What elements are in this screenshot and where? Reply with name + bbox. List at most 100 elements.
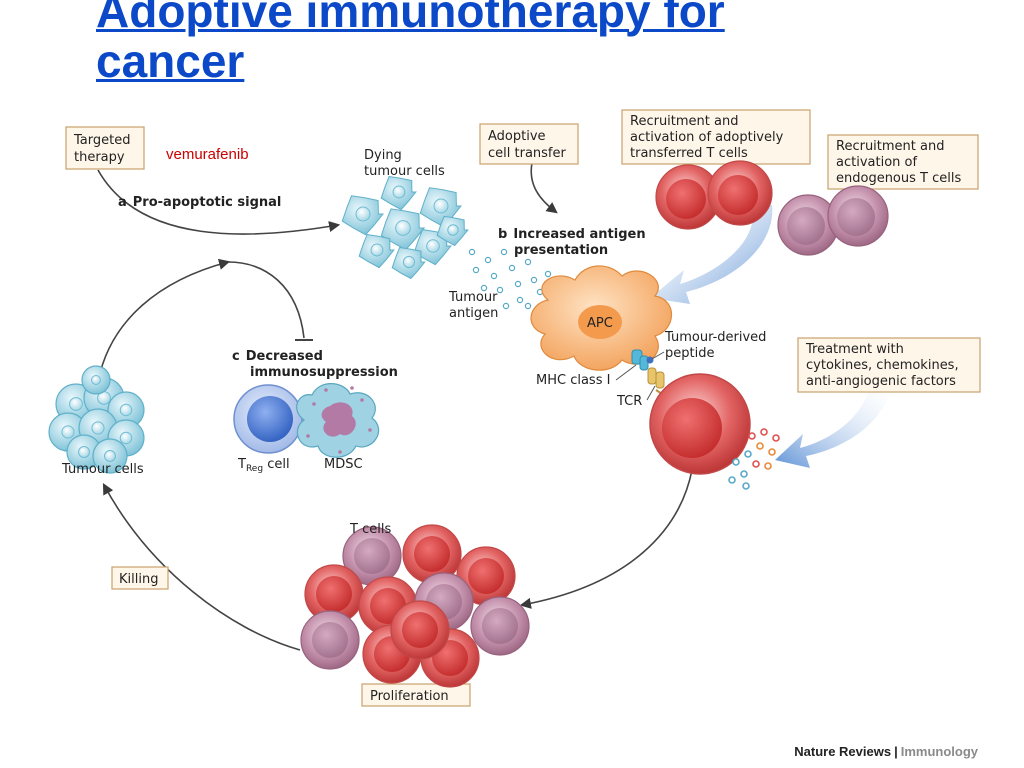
cycle-arrow-bottom-right bbox=[519, 469, 693, 609]
t-cell-nucleus bbox=[316, 576, 352, 612]
antigen-dot bbox=[500, 248, 508, 256]
mdsc-granule bbox=[368, 428, 372, 432]
tcr-label: TCR bbox=[616, 394, 642, 409]
mdsc-granule bbox=[306, 434, 310, 438]
mdsc-granule bbox=[312, 402, 316, 406]
slide-title: Adoptive immunotherapy for cancer bbox=[96, 0, 725, 86]
tumour-antigen-1: Tumour bbox=[448, 290, 498, 305]
tumour-cell-nucleus bbox=[91, 421, 105, 435]
dying-tumour-nucleus bbox=[402, 255, 416, 269]
treatment-line3: anti-angiogenic factors bbox=[806, 374, 956, 389]
killing-label: Killing bbox=[119, 572, 158, 587]
tumour-cell-nucleus bbox=[119, 431, 133, 445]
recruit-a-line3: transferred T cells bbox=[630, 146, 748, 161]
cytokine-dot bbox=[728, 476, 736, 484]
recruit-e-line1: Recruitment and bbox=[836, 139, 944, 154]
recruit-e-line2: activation of bbox=[836, 155, 917, 170]
cytokine-dot bbox=[744, 450, 752, 458]
dying-tumour-cells bbox=[341, 175, 469, 280]
antigen-dot bbox=[516, 296, 524, 304]
cytokine-dot bbox=[772, 434, 780, 442]
blue-arrow-recruitment bbox=[650, 205, 773, 304]
peptide-label-1: Tumour-derived bbox=[664, 330, 766, 345]
tumour-cell-nucleus bbox=[91, 375, 101, 385]
antigen-dot bbox=[530, 276, 538, 284]
dying-tumour-nucleus bbox=[392, 185, 406, 199]
antigen-dot bbox=[490, 272, 498, 280]
antigen-dot bbox=[472, 266, 480, 274]
mhc-label: MHC class I bbox=[536, 373, 610, 388]
slide-title-line1: Adoptive immunotherapy for bbox=[96, 0, 725, 37]
recruit-e-line3: endogenous T cells bbox=[836, 171, 961, 186]
mdsc-granule bbox=[338, 450, 342, 454]
antigen-dot bbox=[524, 302, 532, 310]
mdsc-granule bbox=[350, 386, 354, 390]
targeted-therapy-box: Targeted therapy bbox=[65, 126, 145, 170]
treg-cell bbox=[233, 384, 303, 454]
mdsc-granule bbox=[360, 398, 364, 402]
tumour-cells-label: Tumour cells bbox=[61, 462, 144, 477]
cytokine-dot bbox=[742, 482, 750, 490]
dying-label-1: Dying bbox=[364, 148, 402, 163]
recruit-a-line2: activation of adoptively bbox=[630, 130, 784, 145]
activated-t-cell bbox=[649, 373, 751, 475]
proliferation-box: Proliferation bbox=[361, 683, 471, 707]
credit-separator: | bbox=[894, 744, 898, 759]
dying-tumour-nucleus bbox=[433, 198, 449, 214]
mdsc-label: MDSC bbox=[324, 457, 363, 472]
step-b-line2: presentation bbox=[514, 243, 608, 258]
dying-tumour-nucleus bbox=[370, 243, 384, 257]
mdsc-granule bbox=[324, 388, 328, 392]
cycle-arrow-bottom-left bbox=[102, 483, 301, 651]
dying-tumour-nucleus bbox=[447, 224, 459, 236]
killing-box: Killing bbox=[111, 566, 169, 590]
vemurafenib-annotation: vemurafenib bbox=[166, 146, 249, 163]
cytokine-dot bbox=[740, 470, 748, 478]
recruitment-adoptive-box: Recruitment and activation of adoptively… bbox=[621, 109, 811, 165]
tumour-cell-nucleus bbox=[78, 446, 90, 458]
antigen-dot bbox=[524, 258, 532, 266]
cytokine-dot bbox=[748, 432, 756, 440]
cytokine-dot bbox=[756, 442, 764, 450]
step-c-line2: immunosuppression bbox=[250, 365, 398, 380]
inhibit-immunosuppression bbox=[227, 261, 305, 339]
t-cell-nucleus bbox=[402, 612, 438, 648]
cytokine-dots bbox=[728, 428, 780, 490]
dying-tumour-nucleus bbox=[355, 206, 371, 222]
antigen-dot bbox=[468, 248, 476, 256]
dying-tumour-nucleus bbox=[395, 220, 411, 236]
peptide-label-2: peptide bbox=[665, 346, 714, 361]
apc-label: APC bbox=[587, 316, 613, 331]
t-cells-label: T cells bbox=[349, 522, 391, 537]
antigen-dot bbox=[544, 270, 552, 278]
arrow-adoptive-transfer bbox=[530, 162, 558, 214]
cytokine-dot bbox=[732, 458, 740, 466]
treatment-line2: cytokines, chemokines, bbox=[806, 358, 959, 373]
credit-field: Immunology bbox=[900, 744, 978, 759]
transferred-t-cells bbox=[655, 160, 773, 230]
cytokine-dot bbox=[760, 428, 768, 436]
t-cell-nucleus bbox=[482, 608, 518, 644]
antigen-dot bbox=[508, 264, 516, 272]
arrow-pro-apoptotic bbox=[97, 169, 341, 235]
adoptive-cell-transfer-box: Adoptive cell transfer bbox=[479, 123, 579, 165]
t-cell-nucleus bbox=[354, 538, 390, 574]
apc-cell: APC bbox=[530, 265, 672, 371]
antigen-dot bbox=[484, 256, 492, 264]
antigen-dot bbox=[480, 284, 488, 292]
recruit-a-line1: Recruitment and bbox=[630, 114, 738, 129]
dying-tumour-nucleus bbox=[426, 239, 440, 253]
endogenous-t-cells bbox=[777, 185, 889, 256]
cytokine-dot bbox=[768, 448, 776, 456]
tumour-cell-nucleus bbox=[69, 397, 83, 411]
adoptive-line1: Adoptive bbox=[488, 129, 546, 144]
slide-title-line2: cancer bbox=[96, 35, 245, 87]
t-cells-cluster bbox=[300, 524, 530, 688]
tumour-cell-nucleus bbox=[104, 450, 116, 462]
t-cell-nucleus bbox=[312, 622, 348, 658]
credit-journal: Nature Reviews bbox=[794, 744, 892, 759]
tumour-cell-nucleus bbox=[119, 403, 133, 417]
antigen-dot bbox=[514, 280, 522, 288]
